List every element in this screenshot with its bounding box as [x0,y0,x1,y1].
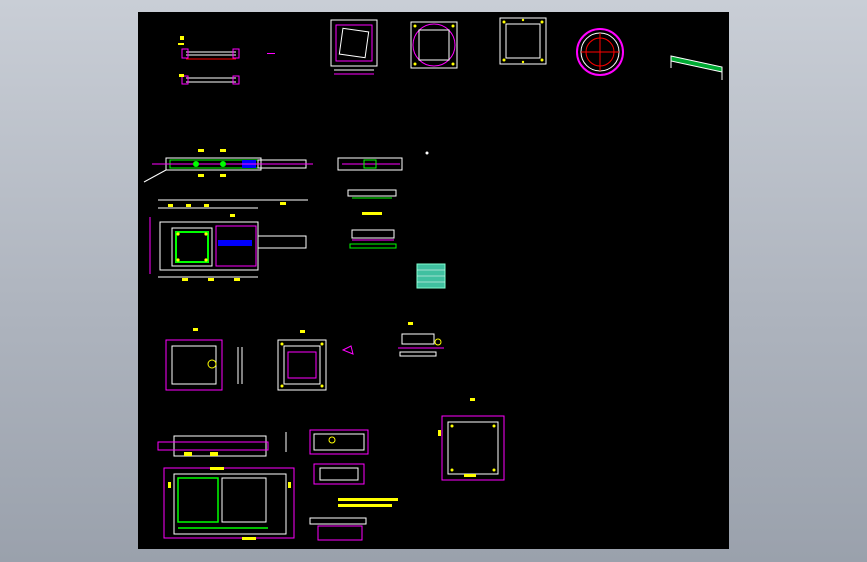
detail-shaft [337,151,429,249]
drawing-sheet[interactable] [138,12,729,549]
parts-table [416,263,446,289]
frame-assembly [157,432,295,540]
gate-assembly-plan [149,199,308,281]
square-plate-detail [277,330,354,391]
rod-view-bottom [179,74,240,85]
square-flange-2 [410,21,458,69]
square-flange-1 [330,19,378,75]
clamp-detail [309,429,398,541]
bracket-detail [398,322,444,357]
gate-assembly-side [143,149,313,183]
cover-plate-detail [438,398,505,481]
rod-view-top [178,36,275,60]
rail-isometric [670,55,723,80]
drawing-canvas[interactable] [138,12,729,549]
plate-detail [165,328,243,391]
square-flange-3 [499,17,547,65]
round-flange [576,28,624,76]
